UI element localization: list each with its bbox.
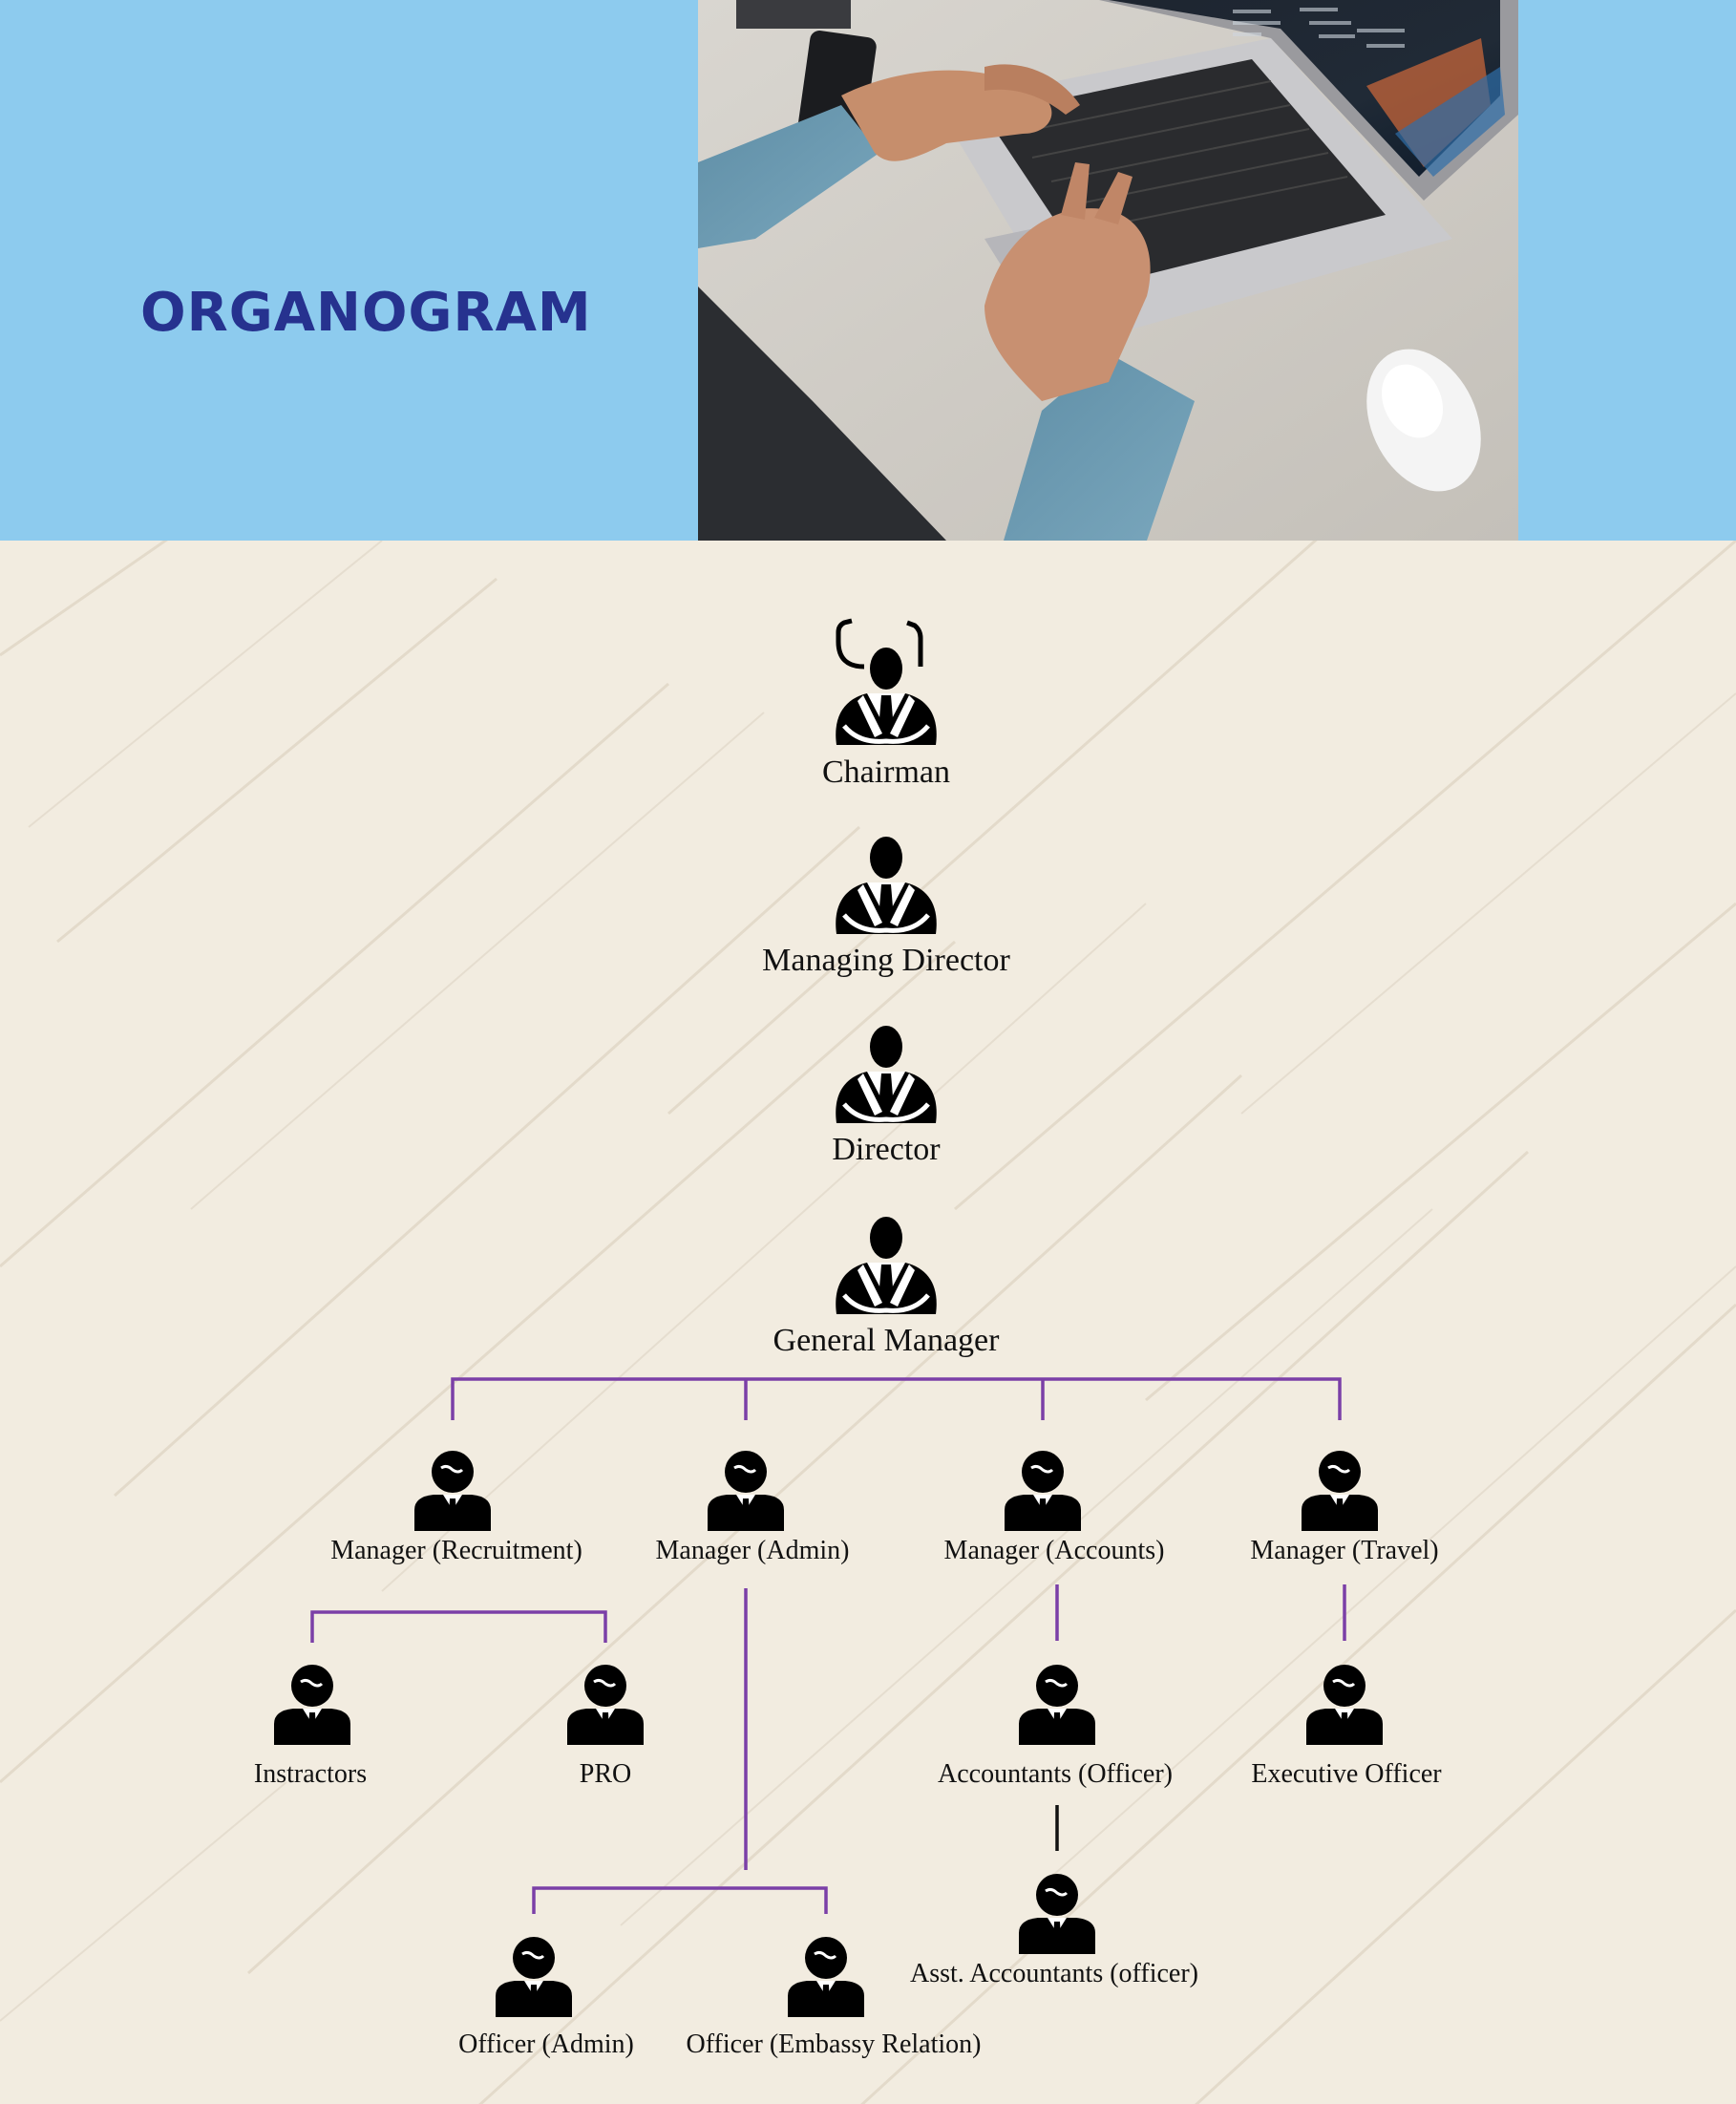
officer-embassy-person-icon — [786, 1935, 866, 2019]
chairman-node: Chairman — [822, 618, 950, 790]
manager-travel-node: Manager (Travel) — [1250, 1449, 1439, 1565]
officer-admin-person-icon — [494, 1935, 574, 2019]
chairman-label: Chairman — [822, 754, 950, 790]
marble-background — [0, 541, 1736, 2104]
officer-embassy-node: Officer (Embassy Relation) — [687, 1935, 982, 2059]
manager-recruitment-label: Manager (Recruitment) — [330, 1536, 582, 1565]
accountants-officer-person-icon — [1017, 1663, 1097, 1747]
manager-accounts-node: Manager (Accounts) — [944, 1449, 1165, 1565]
manager-recruitment-person-icon — [413, 1449, 493, 1533]
laptop-typing-photo — [698, 0, 1518, 541]
instructors-label: Instractors — [254, 1759, 367, 1789]
chairman-frame-icon — [836, 618, 865, 669]
managing-director-label: Managing Director — [762, 943, 1010, 978]
manager-admin-person-icon — [706, 1449, 786, 1533]
executive-officer-node: Executive Officer — [1251, 1663, 1442, 1789]
officer-admin-node: Officer (Admin) — [458, 1935, 634, 2059]
executive-officer-person-icon — [1304, 1663, 1385, 1747]
officer-embassy-label: Officer (Embassy Relation) — [687, 2030, 982, 2059]
connector-lines — [310, 1377, 1346, 1914]
executive-officer-label: Executive Officer — [1251, 1759, 1442, 1789]
general-manager-person-icon — [836, 1217, 937, 1314]
manager-travel-person-icon — [1300, 1449, 1380, 1533]
manager-recruitment-node: Manager (Recruitment) — [330, 1449, 582, 1565]
manager-admin-node: Manager (Admin) — [656, 1449, 850, 1565]
instructors-person-icon — [272, 1663, 352, 1747]
manager-admin-label: Manager (Admin) — [656, 1536, 850, 1565]
general-manager-node: General Manager — [773, 1217, 1001, 1358]
director-person-icon — [836, 1026, 937, 1123]
managing-director-person-icon — [836, 837, 937, 934]
pro-node: PRO — [565, 1663, 646, 1789]
asst-accountants-node: Asst. Accountants (officer) — [910, 1872, 1198, 1988]
accountants-officer-node: Accountants (Officer) — [938, 1663, 1173, 1789]
asst-accountants-label: Asst. Accountants (officer) — [910, 1959, 1198, 1988]
asst-accountants-person-icon — [1017, 1872, 1097, 1956]
manager-accounts-label: Manager (Accounts) — [944, 1536, 1165, 1565]
accountants-officer-label: Accountants (Officer) — [938, 1759, 1173, 1789]
instructors-node: Instractors — [254, 1663, 367, 1789]
director-label: Director — [832, 1132, 941, 1167]
pro-person-icon — [565, 1663, 646, 1747]
officer-admin-label: Officer (Admin) — [458, 2030, 634, 2059]
manager-accounts-person-icon — [1003, 1449, 1083, 1533]
pro-label: PRO — [580, 1759, 631, 1789]
director-node: Director — [832, 1026, 941, 1167]
manager-travel-label: Manager (Travel) — [1250, 1536, 1438, 1565]
general-manager-label: General Manager — [773, 1323, 1001, 1358]
managing-director-node: Managing Director — [762, 837, 1010, 978]
page-title: ORGANOGRAM — [140, 282, 592, 344]
